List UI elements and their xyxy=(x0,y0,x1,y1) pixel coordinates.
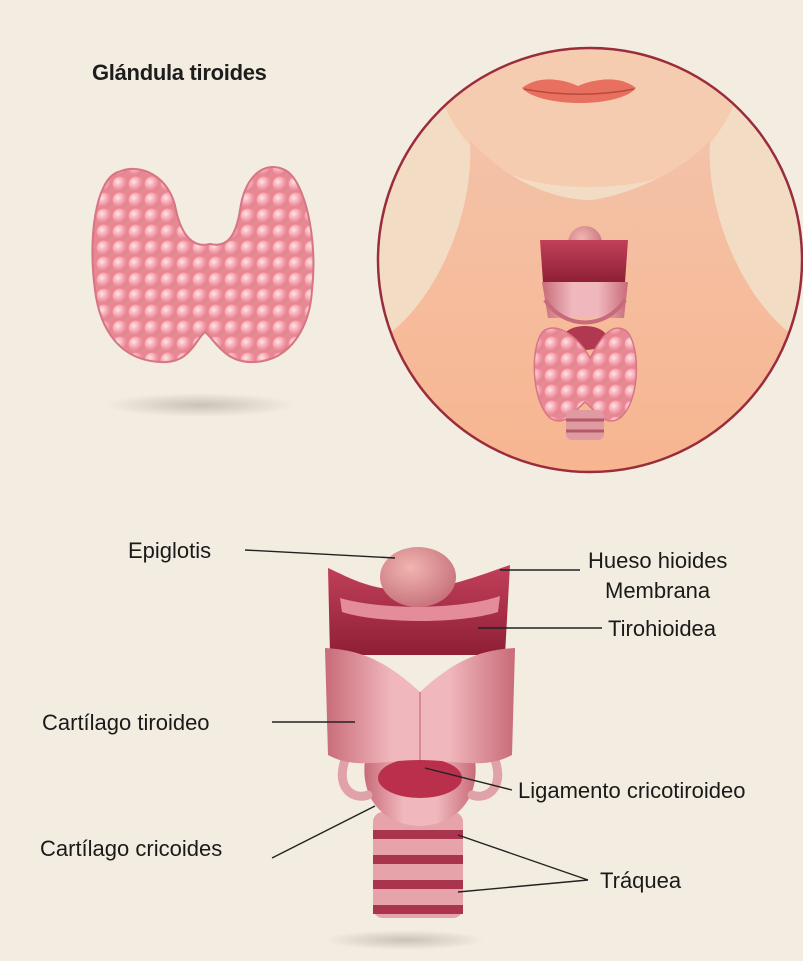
traquea-leader-2 xyxy=(458,880,588,892)
label-epiglotis: Epiglotis xyxy=(128,538,211,564)
cartilago-cricoides-leader xyxy=(272,806,375,858)
label-traquea: Tráquea xyxy=(600,868,681,894)
label-ligamento-cricotiroideo: Ligamento cricotiroideo xyxy=(518,778,745,804)
trachea-rings xyxy=(373,812,463,918)
label-cartilago-tiroideo: Cartílago tiroideo xyxy=(42,710,210,736)
label-hueso-hioides: Hueso hioides xyxy=(588,548,727,574)
neck-view-circle xyxy=(378,30,802,480)
label-tirohioidea: Tirohioidea xyxy=(608,616,716,642)
epiglotis-leader xyxy=(245,550,395,558)
traquea-leader-1 xyxy=(458,835,588,880)
label-membrana: Membrana xyxy=(605,578,710,604)
thyroid-gland-illustration xyxy=(92,167,313,417)
label-cartilago-cricoides: Cartílago cricoides xyxy=(40,836,222,862)
